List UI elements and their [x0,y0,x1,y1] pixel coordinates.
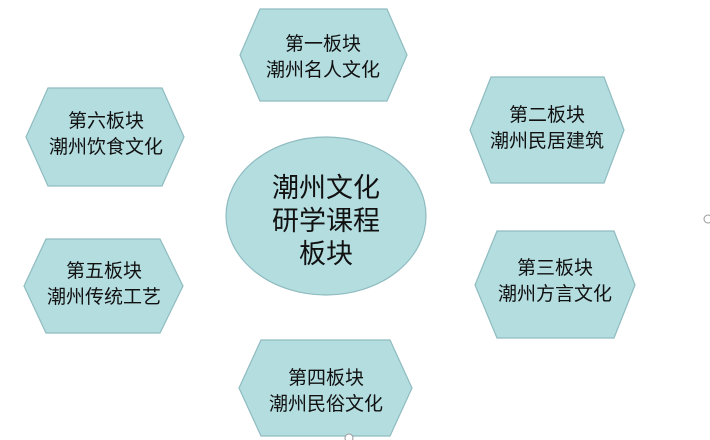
center-node[interactable]: 潮州文化 研学课程 板块 [225,136,427,296]
module-5-title: 第五板块 [66,260,142,282]
module-4-title: 第四板块 [288,367,364,389]
resize-handle-right[interactable] [703,214,710,224]
module-6-subtitle: 潮州饮食文化 [49,136,163,158]
module-3-subtitle: 潮州方言文化 [498,283,612,305]
resize-handle-bottom[interactable] [344,433,354,440]
module-hexagon-2[interactable]: 第二板块 潮州民居建筑 [469,76,625,184]
module-3-title: 第三板块 [517,257,593,279]
module-hexagon-4[interactable]: 第四板块 潮州民俗文化 [238,339,413,437]
module-1-title: 第一板块 [285,33,361,55]
module-1-subtitle: 潮州名人文化 [266,59,380,81]
module-2-subtitle: 潮州民居建筑 [490,130,604,152]
module-6-title: 第六板块 [68,110,144,132]
module-5-subtitle: 潮州传统工艺 [47,286,161,308]
module-hexagon-5[interactable]: 第五板块 潮州传统工艺 [23,238,184,334]
center-title-line-3: 板块 [299,239,353,270]
center-title-line-2: 研学课程 [272,206,380,237]
module-hexagon-1[interactable]: 第一板块 潮州名人文化 [239,8,408,102]
module-hexagon-3[interactable]: 第三板块 潮州方言文化 [474,230,636,339]
module-4-subtitle: 潮州民俗文化 [269,393,383,415]
module-hexagon-6[interactable]: 第六板块 潮州饮食文化 [25,87,185,187]
center-title-line-1: 潮州文化 [272,173,380,204]
module-2-title: 第二板块 [509,104,585,126]
